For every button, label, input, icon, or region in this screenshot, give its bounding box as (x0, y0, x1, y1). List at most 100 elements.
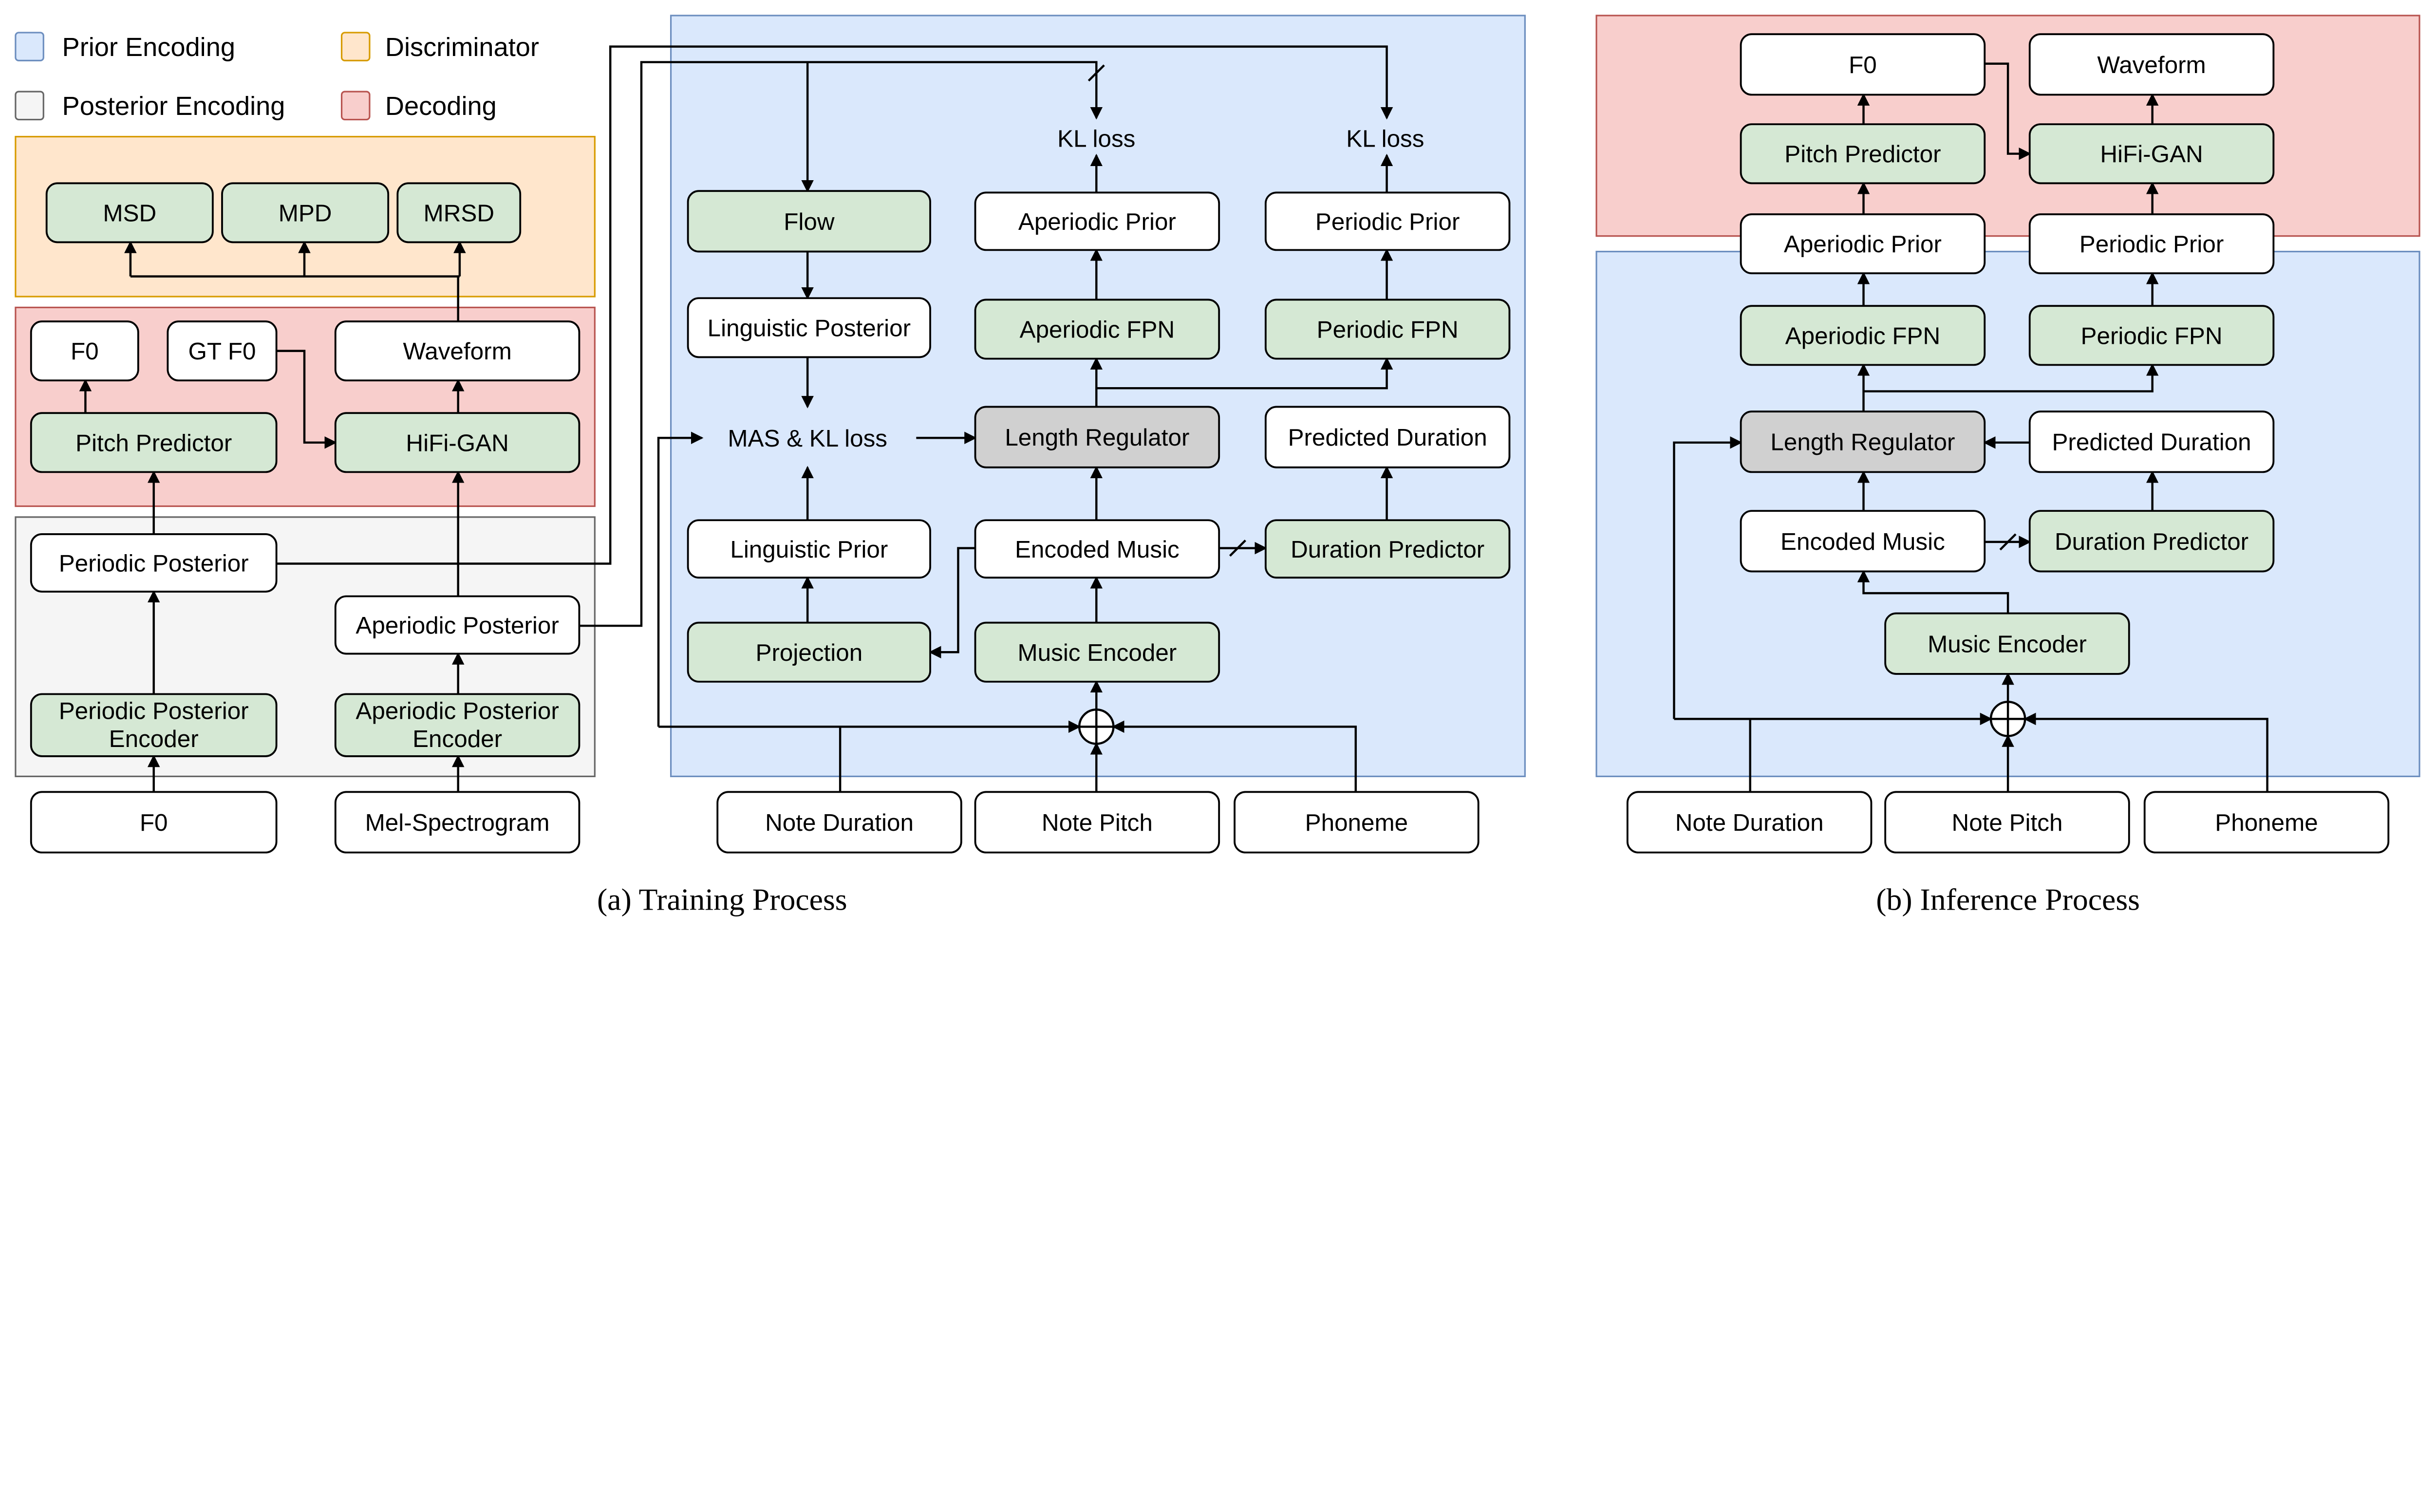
training-mpd-text: MPD (279, 200, 332, 226)
inference-periodic-prior-node: Periodic Prior (2028, 213, 2275, 275)
inference-aperiodic-fpn-box (1740, 305, 1986, 366)
arrow (1096, 357, 1393, 390)
inference-note-pitch-box (1884, 791, 2130, 854)
training-pitch-predictor-node: Pitch Predictor (30, 412, 278, 473)
training-mas-kl-text: MAS & KL loss (728, 425, 887, 452)
training-aperiodic-fpn-text: Aperiodic FPN (1020, 317, 1175, 343)
inference-aperiodic-fpn-text: Aperiodic FPN (1785, 322, 1941, 349)
inference-waveform-box (2028, 33, 2275, 96)
training-projection-box (687, 621, 931, 683)
inference-hifigan-text: HiFi-GAN (2100, 141, 2203, 168)
arrow (1863, 363, 2159, 392)
inference-phoneme-box (2143, 791, 2390, 854)
training-length-regulator-text: Length Regulator (1005, 424, 1189, 451)
inference-hifigan-node: HiFi-GAN (2028, 123, 2275, 185)
training-periodic-prior-text: Periodic Prior (1315, 208, 1460, 235)
sum-icon (1989, 701, 2026, 737)
training-duration-predictor-box (1264, 519, 1511, 579)
training-aperiodic-posterior-node: Aperiodic Posterior (334, 595, 581, 655)
stop-gradient-slash (1999, 533, 2017, 551)
training-periodic-posterior-encoder-box (30, 693, 278, 757)
legend: Prior Encoding Discriminator Posterior E… (15, 32, 539, 121)
training-waveform-node: Waveform (334, 320, 581, 382)
training-mel-text: Mel-Spectrogram (365, 809, 550, 836)
training-periodic-posterior-node: Periodic Posterior (30, 533, 278, 593)
caption-inference: (b) Inference Process (1876, 882, 2140, 917)
inference-phoneme-node: Phoneme (2143, 791, 2390, 854)
inference-f0-box (1740, 33, 1986, 96)
training-pitch-predictor-box (30, 412, 278, 473)
inference-length-regulator-text: Length Regulator (1770, 429, 1955, 456)
inference-aperiodic-prior-node: Aperiodic Prior (1740, 213, 1986, 275)
inference-encoded-music-node: Encoded Music (1740, 510, 1986, 573)
training-flow-node: Flow (687, 190, 931, 253)
legend-swatch-decoding (340, 91, 371, 121)
inference-periodic-prior-text: Periodic Prior (2079, 231, 2224, 258)
training-encoded-music-box (974, 519, 1220, 579)
training-mrsd-text: MRSD (424, 200, 494, 226)
inference-encoded-music-text: Encoded Music (1780, 528, 1945, 555)
training-msd-node: MSD (45, 182, 214, 243)
training-linguistic-prior-text: Linguistic Prior (730, 536, 888, 563)
training-periodic-fpn-node: Periodic FPN (1264, 299, 1511, 360)
training-f0-in-text: F0 (140, 809, 168, 836)
inference-music-encoder-box (1884, 612, 2130, 675)
inference-predicted-duration-node: Predicted Duration (2028, 411, 2275, 473)
training-flow-text: Flow (784, 208, 835, 235)
arrow (579, 61, 1103, 627)
training-mrsd-node: MRSD (396, 182, 522, 243)
singing-voice-synthesis-diagram: Prior Encoding Discriminator Posterior E… (15, 15, 2420, 917)
training-phoneme-node: Phoneme (1234, 791, 1480, 854)
inference-aperiodic-fpn-node: Aperiodic FPN (1740, 305, 1986, 366)
training-note-duration-text: Note Duration (765, 809, 914, 836)
training-predicted-duration-box (1264, 406, 1511, 468)
inference-duration-predictor-text: Duration Predictor (2055, 528, 2248, 555)
training-periodic-posterior-text: Periodic Posterior (59, 550, 249, 577)
inference-note-pitch-node: Note Pitch (1884, 791, 2130, 854)
training-f0-out-box (30, 320, 139, 382)
training-waveform-box (334, 320, 581, 382)
training-music-encoder-node: Music Encoder (974, 621, 1220, 683)
training-f0-in-box (30, 791, 278, 854)
inference-aperiodic-prior-box (1740, 213, 1986, 275)
training-linguistic-prior-node: Linguistic Prior (687, 519, 931, 579)
legend-swatch-posterior (15, 91, 44, 121)
inference-predicted-duration-text: Predicted Duration (2052, 429, 2251, 456)
training-note-pitch-node: Note Pitch (974, 791, 1220, 854)
training-aperiodic-prior-node: Aperiodic Prior (974, 191, 1220, 251)
training-hifigan-text: HiFi-GAN (406, 429, 508, 456)
inference-periodic-fpn-box (2028, 305, 2275, 366)
inference-pitch-predictor-text: Pitch Predictor (1784, 141, 1941, 168)
inference-encoded-music-box (1740, 510, 1986, 573)
training-note-duration-box (716, 791, 962, 854)
inference-predicted-duration-box (2028, 411, 2275, 473)
inference-note-pitch-text: Note Pitch (1952, 809, 2063, 836)
training-f0-out-node: F0 (30, 320, 139, 382)
legend-swatch-prior (15, 32, 44, 61)
training-msd-box (45, 182, 214, 243)
training-gt-f0-node: GT F0 (167, 320, 278, 382)
inference-waveform-node: Waveform (2028, 33, 2275, 96)
training-kl-periodic-text: KL loss (1346, 125, 1424, 152)
training-note-duration-node: Note Duration (716, 791, 962, 854)
training-aperiodic-posterior-encoder-box (334, 693, 581, 757)
training-predicted-duration-text: Predicted Duration (1288, 424, 1487, 451)
inference-periodic-prior-box (2028, 213, 2275, 275)
training-pitch-predictor-text: Pitch Predictor (75, 429, 232, 456)
inference-pitch-predictor-node: Pitch Predictor (1740, 123, 1986, 185)
training-kl-aperiodic-label: KL loss (1057, 125, 1135, 152)
inference-periodic-fpn-text: Periodic FPN (2081, 322, 2223, 349)
training-aperiodic-prior-box (974, 191, 1220, 251)
legend-label-decoding: Decoding (385, 92, 497, 121)
training-projection-text: Projection (756, 639, 863, 666)
connectors (79, 45, 2268, 792)
training-length-regulator-node: Length Regulator (974, 406, 1220, 468)
inference-length-regulator-node: Length Regulator (1740, 411, 1986, 473)
training-kl-periodic-label: KL loss (1346, 125, 1424, 152)
training-encoded-music-text: Encoded Music (1015, 536, 1180, 563)
training-duration-predictor-text: Duration Predictor (1291, 536, 1484, 563)
training-gt-f0-text: GT F0 (188, 338, 256, 365)
sum-icon (1078, 709, 1115, 745)
